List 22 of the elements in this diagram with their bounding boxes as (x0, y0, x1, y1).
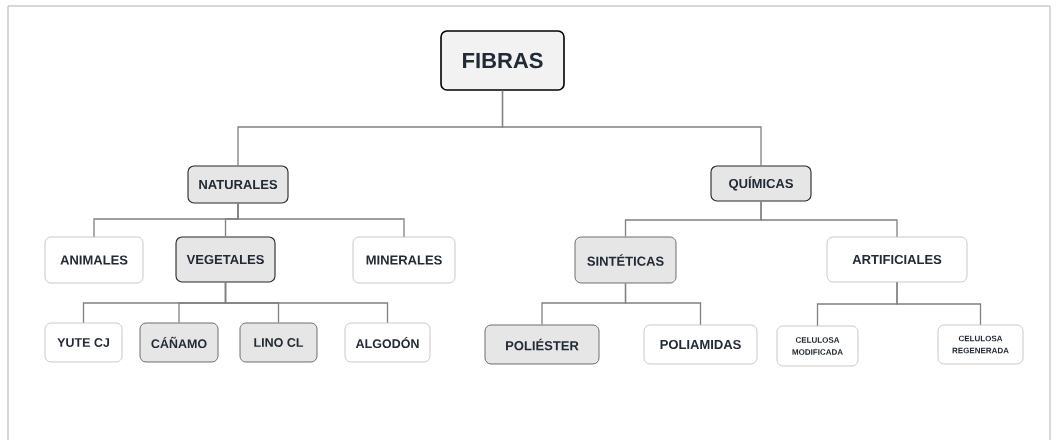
category-box: POLIÉSTER (484, 324, 600, 365)
category-box: CÁÑAMO (139, 322, 219, 363)
category-box: YUTE CJ (44, 322, 123, 363)
category-box: VEGETALES (175, 236, 276, 283)
connector-line (501, 90, 762, 167)
category-box: MINERALES (352, 236, 456, 284)
category-box: SINTÉTICAS (574, 236, 677, 284)
root-box: FIBRAS (440, 30, 565, 91)
category-box: CELULOSA MODIFICADA (776, 325, 859, 367)
category-box: NATURALES (187, 165, 289, 204)
category-box: ANIMALES (44, 236, 144, 284)
category-box: QUÍMICAS (710, 165, 812, 202)
connector-line (624, 282, 702, 326)
category-box: CELULOSA REGENERADA (937, 324, 1024, 365)
connector-line (896, 281, 982, 326)
category-box: POLIAMIDAS (643, 324, 758, 365)
connector-line (237, 202, 405, 238)
connector-line (760, 200, 898, 238)
category-box: LINO CL (239, 322, 318, 363)
category-box: ALGODÓN (344, 322, 431, 363)
connector-line (224, 281, 389, 324)
category-box: ARTIFICIALES (826, 236, 968, 283)
